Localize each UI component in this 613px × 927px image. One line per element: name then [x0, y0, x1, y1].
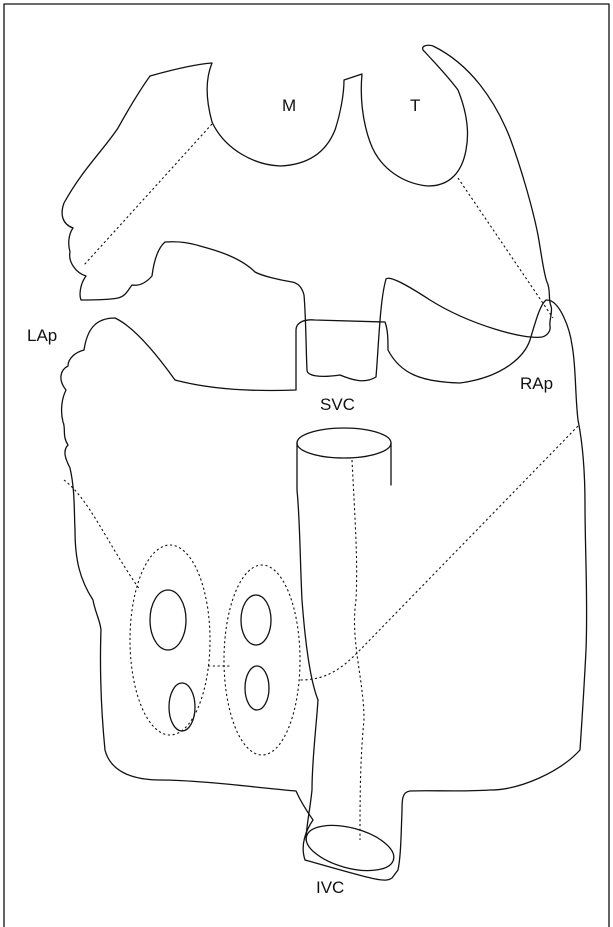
left-pulmonary-veins-group — [130, 545, 210, 735]
right-upper-pulmonary-vein — [241, 595, 271, 645]
ivc-opening — [301, 817, 398, 879]
label-svc: SVC — [320, 395, 355, 414]
label-tricuspid: T — [410, 96, 420, 115]
figure-border — [4, 4, 609, 927]
svc-opening-bottom — [297, 428, 391, 458]
atria-posterior-outline — [61, 300, 587, 880]
right-lower-pulmonary-vein — [245, 666, 269, 710]
atria-superior-outline — [62, 45, 551, 381]
sulcus-dotted-line — [352, 460, 364, 840]
right-appendage-border-bottom — [300, 426, 578, 680]
label-right-appendage: RAp — [520, 374, 553, 393]
label-left-appendage: LAp — [27, 326, 57, 345]
left-upper-pulmonary-vein — [150, 590, 186, 650]
right-appendage-border-top — [458, 178, 553, 318]
right-pulmonary-veins-group — [224, 565, 300, 755]
label-mitral: M — [282, 96, 296, 115]
label-ivc: IVC — [316, 878, 344, 897]
left-lower-pulmonary-vein — [169, 683, 195, 731]
